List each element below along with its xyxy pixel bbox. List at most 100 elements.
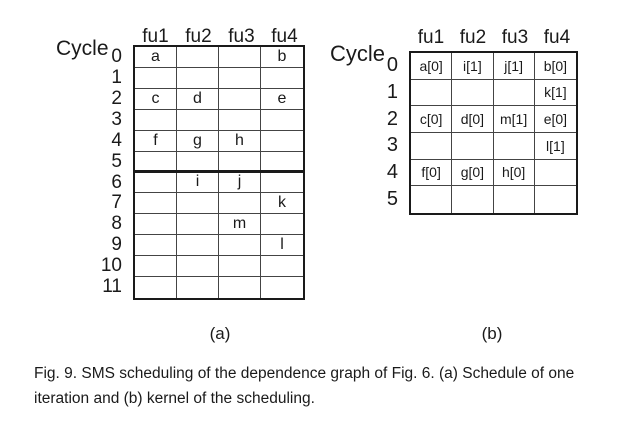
- kernel-b-row-label: 2: [386, 107, 398, 130]
- schedule-a-cell: [177, 193, 219, 215]
- kernel-b-cell: [411, 186, 453, 213]
- schedule-a-row-label: 1: [111, 66, 122, 88]
- kernel-b-cell: [493, 133, 535, 160]
- schedule-a-row-label: 10: [100, 255, 122, 277]
- schedule-a-cell: [135, 172, 177, 194]
- kernel-b-cell: f[0]: [411, 159, 453, 187]
- schedule-a-cell: [135, 109, 177, 131]
- kernel-b-cell: e[0]: [534, 106, 576, 133]
- kernel-b-cell: m[1]: [493, 106, 535, 133]
- kernel-b-cell: [493, 79, 535, 107]
- schedule-a-row-label: 5: [111, 150, 122, 172]
- schedule-a-cell: [219, 256, 261, 278]
- kernel-b-cell: [411, 79, 453, 107]
- schedule-a-cell: i: [177, 172, 219, 194]
- schedule-a-cell: [135, 67, 177, 89]
- schedule-a-cell: [135, 214, 177, 236]
- kernel-b-cell: j[1]: [493, 53, 535, 80]
- schedule-a-cell: m: [219, 214, 261, 236]
- schedule-a-cell: [135, 277, 177, 298]
- kernel-b-cell: [535, 186, 576, 213]
- kernel-b-cell: [452, 133, 494, 160]
- schedule-a-cell: [177, 235, 219, 257]
- schedule-a-cell: [261, 173, 303, 194]
- schedule-a-cell: [135, 256, 177, 278]
- kernel-b-cell: [534, 160, 576, 187]
- schedule-a-row-label: 7: [111, 192, 122, 214]
- schedule-a-cell: [219, 277, 261, 298]
- schedule-a-cell: [177, 47, 219, 68]
- figure-caption: Fig. 9. SMS scheduling of the dependence…: [34, 365, 575, 407]
- schedule-a-cell: a: [135, 47, 177, 68]
- schedule-a-cell: [135, 193, 177, 215]
- kernel-b-cell: c[0]: [411, 106, 453, 133]
- schedule-a-cell: [261, 68, 303, 89]
- schedule-a-cell: [219, 235, 261, 257]
- kernel-b-cell: i[1]: [452, 53, 494, 80]
- schedule-a-subfigure-label: (a): [209, 324, 231, 343]
- kernel-b-cell: b[0]: [534, 53, 576, 80]
- kernel-b-cell: h[0]: [493, 159, 535, 187]
- schedule-a-cell: [177, 277, 219, 298]
- schedule-a-cell: [177, 67, 219, 89]
- kernel-b-column-header: fu2: [459, 27, 487, 48]
- kernel-b-cell: [452, 186, 494, 213]
- kernel-b-cell: [494, 186, 535, 213]
- kernel-b-column-header: fu4: [543, 27, 571, 48]
- schedule-a-cell: [219, 67, 261, 89]
- schedule-a-cell: f: [135, 130, 177, 152]
- kernel-b-subfigure-label: (b): [481, 324, 503, 343]
- schedule-a-cell: [261, 110, 303, 131]
- schedule-a-cell: [219, 47, 261, 68]
- kernel-b-cycle-title: Cycle: [330, 41, 386, 66]
- schedule-a-row-label: 6: [111, 171, 122, 193]
- schedule-a-row-label: 0: [111, 46, 122, 67]
- kernel-b-cell: d[0]: [452, 106, 494, 133]
- schedule-a-cell: d: [177, 88, 219, 110]
- schedule-a-kernel-boundary: [133, 170, 305, 173]
- kernel-b-row-label: 0: [386, 54, 398, 77]
- schedule-a-cell: k: [261, 193, 303, 215]
- kernel-b-cell: [452, 79, 494, 107]
- kernel-b-table: a[0]i[1]j[1]b[0]k[1] c[0]d[0]m[1]e[0]l[1]…: [409, 51, 578, 215]
- schedule-a-row-label: 9: [111, 234, 122, 256]
- schedule-a-cell: [261, 131, 303, 152]
- schedule-a-row-label: 11: [102, 276, 122, 298]
- kernel-b-cell: g[0]: [452, 159, 494, 187]
- kernel-b-row-label: 1: [386, 81, 398, 103]
- schedule-a-cell: b: [261, 47, 303, 68]
- schedule-a-cell: [261, 214, 303, 236]
- schedule-a-row-label: 3: [111, 108, 122, 130]
- kernel-b-cell: k[1]: [534, 80, 576, 107]
- kernel-b-cell: [411, 133, 453, 160]
- kernel-b-column-header: fu1: [417, 27, 445, 48]
- kernel-b-row-label: 4: [386, 161, 398, 183]
- schedule-a-cell: c: [135, 88, 177, 110]
- schedule-a-cell: [177, 256, 219, 278]
- schedule-a-cell: [177, 214, 219, 236]
- schedule-a-cell: [219, 88, 261, 110]
- kernel-b-cell: l[1]: [534, 133, 576, 160]
- schedule-a-cell: [177, 109, 219, 131]
- kernel-b-column-header: fu3: [501, 27, 529, 48]
- schedule-a-column-header: fu1: [142, 26, 169, 47]
- schedule-a-cell: j: [219, 172, 261, 194]
- schedule-a-cell: l: [261, 235, 303, 257]
- kernel-b-row-label: 3: [386, 134, 398, 157]
- kernel-b-row-label: 5: [386, 187, 398, 210]
- schedule-a-column-header: fu2: [185, 26, 212, 47]
- schedule-a-cell: [219, 193, 261, 215]
- schedule-a-cell: [261, 277, 303, 298]
- schedule-a-row-label: 4: [111, 129, 122, 151]
- schedule-a-cell: e: [261, 89, 303, 110]
- schedule-a-cell: [261, 256, 303, 278]
- schedule-a-cell: g: [177, 130, 219, 152]
- schedule-a-column-header: fu4: [271, 26, 298, 47]
- schedule-a-cell: h: [219, 130, 261, 152]
- schedule-a-column-header: fu3: [228, 26, 255, 47]
- schedule-a-row-label: 8: [111, 213, 122, 235]
- schedule-a-row-label: 2: [111, 87, 122, 109]
- kernel-b-cell: a[0]: [411, 53, 453, 80]
- schedule-a-cell: [135, 235, 177, 257]
- schedule-a-cycle-title: Cycle: [56, 37, 109, 60]
